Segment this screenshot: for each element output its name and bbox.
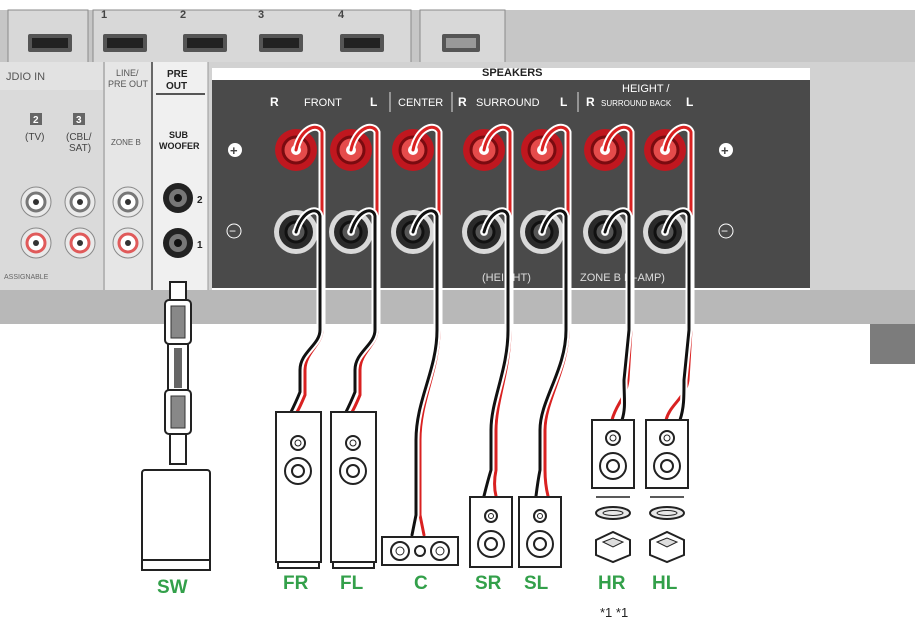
height-r-label: R bbox=[586, 95, 595, 109]
svg-text:−: − bbox=[721, 224, 728, 238]
height-l-label: L bbox=[686, 95, 693, 109]
label-hr: HR bbox=[598, 573, 626, 594]
front-label: FRONT bbox=[304, 97, 342, 109]
usb-port bbox=[442, 34, 480, 52]
height-label-a: HEIGHT / bbox=[622, 83, 670, 95]
rca-jack-zone-red bbox=[112, 227, 144, 259]
speaker-hl bbox=[645, 419, 689, 564]
hdmi-port-2 bbox=[183, 34, 227, 52]
cable-hl bbox=[661, 124, 695, 424]
chassis-lower-band bbox=[0, 290, 915, 324]
subwoofer-speaker bbox=[141, 469, 211, 571]
surround-label: SURROUND bbox=[476, 97, 540, 109]
svg-text:+: + bbox=[230, 143, 238, 158]
speaker-c bbox=[381, 536, 459, 566]
svg-text:−: − bbox=[229, 224, 236, 238]
label-sw: SW bbox=[157, 577, 188, 598]
hdmi-port-4 bbox=[340, 34, 384, 52]
subwoofer-port-1-label: 1 bbox=[197, 240, 203, 251]
hdmi-strip: 1 2 3 4 bbox=[0, 0, 915, 70]
rca-jack-white-2 bbox=[20, 186, 52, 218]
hdmi-label-4: 4 bbox=[338, 9, 345, 21]
zone-biamp-sub-label: ZONE B Bi-AMP) bbox=[580, 272, 665, 284]
rca-jack-zone-white bbox=[112, 186, 144, 218]
pre-out-section: PRE OUT SUB WOOFER 2 1 bbox=[151, 62, 209, 290]
subwoofer-port-2-label: 2 bbox=[197, 195, 203, 206]
label-fl: FL bbox=[340, 573, 364, 594]
subwoofer-label-b: WOOFER bbox=[159, 141, 200, 151]
cable-c bbox=[408, 124, 443, 539]
hdmi-label-3: 3 bbox=[258, 9, 264, 21]
label-fr: FR bbox=[283, 573, 309, 594]
subwoofer-cable bbox=[164, 281, 192, 465]
minus-symbol-left: − bbox=[226, 223, 242, 239]
cable-hr bbox=[601, 124, 635, 424]
cable-fl bbox=[341, 124, 381, 418]
svg-text:+: + bbox=[721, 143, 729, 158]
label-sr: SR bbox=[475, 573, 502, 594]
center-label: CENTER bbox=[398, 97, 443, 109]
speaker-sl bbox=[518, 496, 562, 568]
audio-in-title: JDIO IN bbox=[6, 71, 45, 83]
rca-jack-white-3 bbox=[64, 186, 96, 218]
audio-in-section: JDIO IN 2 3 (TV) (CBL/ SAT) ASSIGNABLE bbox=[0, 62, 103, 290]
speaker-cables bbox=[286, 124, 695, 539]
surround-r-label: R bbox=[458, 95, 467, 109]
front-l-label: L bbox=[370, 95, 377, 109]
plus-symbol-right: + bbox=[719, 143, 733, 158]
subwoofer-jack-1 bbox=[163, 228, 193, 258]
speaker-fr bbox=[275, 411, 322, 569]
footnote: *1 *1 bbox=[600, 605, 628, 620]
subwoofer-label-a: SUB bbox=[169, 130, 189, 140]
rca-jack-red-3 bbox=[64, 227, 96, 259]
zone-b-label: ZONE B bbox=[111, 138, 141, 147]
assignable-label: ASSIGNABLE bbox=[4, 274, 49, 281]
speaker-fl bbox=[330, 411, 377, 569]
rca-jack-red-2 bbox=[20, 227, 52, 259]
speaker-hr bbox=[591, 419, 635, 564]
line-pre-out-title-a: LINE/ bbox=[116, 68, 139, 78]
hdmi-port-main bbox=[28, 34, 72, 52]
speakers-title: SPEAKERS bbox=[482, 67, 543, 79]
hdmi-port-1 bbox=[103, 34, 147, 52]
audio-in-port2-number: 2 bbox=[33, 115, 39, 126]
plus-symbol-left: + bbox=[228, 143, 242, 158]
hdmi-port-3 bbox=[259, 34, 303, 52]
minus-symbol-right: − bbox=[718, 223, 734, 239]
line-pre-out-title-b: PRE OUT bbox=[108, 79, 149, 89]
cable-sl bbox=[532, 124, 572, 500]
hdmi-label-1: 1 bbox=[101, 9, 107, 21]
hdmi-label-2: 2 bbox=[180, 9, 186, 21]
audio-in-port3-number: 3 bbox=[76, 115, 82, 126]
audio-in-port2-label: (TV) bbox=[25, 132, 44, 143]
chassis-foot bbox=[870, 324, 915, 364]
surround-l-label: L bbox=[560, 95, 567, 109]
cable-fr bbox=[286, 124, 326, 418]
pre-out-title-b: OUT bbox=[166, 81, 187, 92]
label-c: C bbox=[414, 573, 428, 594]
cable-sr bbox=[480, 124, 514, 500]
subwoofer-jack-2 bbox=[163, 183, 193, 213]
pre-out-title-a: PRE bbox=[167, 69, 188, 80]
audio-in-port3-label-a: (CBL/ bbox=[66, 132, 92, 143]
height-label-b: SURROUND BACK bbox=[601, 99, 672, 108]
label-hl: HL bbox=[652, 573, 678, 594]
audio-in-port3-label-b: SAT) bbox=[69, 143, 91, 154]
label-sl: SL bbox=[524, 573, 549, 594]
front-r-label: R bbox=[270, 95, 279, 109]
line-pre-out-section: LINE/ PRE OUT ZONE B bbox=[103, 62, 151, 290]
speaker-sr bbox=[469, 496, 513, 568]
